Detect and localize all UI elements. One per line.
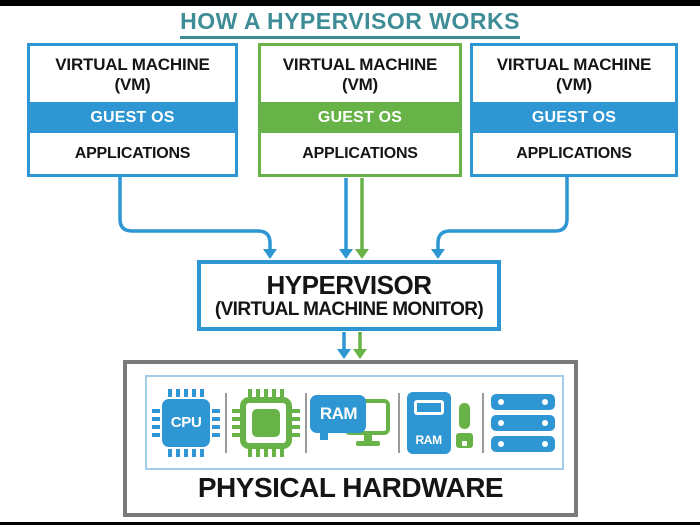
memory-stick-dot	[461, 440, 467, 446]
cpu-pins-bottom	[168, 448, 205, 457]
chip-pins-top	[248, 388, 285, 397]
ram-screen-label: RAM	[310, 394, 367, 433]
vm-box-2: VIRTUAL MACHINE (VM) GUEST OS APPLICATIO…	[258, 43, 462, 177]
chip-pins-left	[232, 408, 241, 437]
tower-ram-label: RAM	[415, 432, 442, 447]
ram-monitor-icon: RAM	[310, 387, 394, 459]
chip-pins-right	[292, 408, 301, 437]
arrowhead-vm2-green	[355, 249, 369, 259]
ram-tower-icon: RAM	[403, 387, 479, 459]
cpu-chip-icon: CPU	[150, 387, 222, 459]
vm3-title-line1: VIRTUAL MACHINE	[496, 55, 652, 74]
memory-stick-bar	[458, 402, 470, 429]
server-led	[541, 419, 548, 426]
tower-body: RAM	[406, 391, 451, 454]
vm1-title-line1: VIRTUAL MACHINE	[55, 55, 210, 74]
icon-divider	[481, 392, 484, 453]
arrowhead-vm1	[263, 249, 277, 259]
arrowhead-vm3	[431, 249, 445, 259]
icon-divider	[397, 392, 400, 453]
ram-screen-foot	[320, 432, 329, 440]
server-led	[541, 440, 548, 447]
page-title: HOW A HYPERVISOR WORKS	[0, 8, 700, 39]
chip-pins-bottom	[248, 448, 285, 457]
server-led	[497, 398, 504, 405]
tower-slot	[413, 399, 444, 415]
vm2-title-line2: (VM)	[341, 75, 379, 94]
page-title-text: HOW A HYPERVISOR WORKS	[180, 8, 520, 39]
vm2-guest-os-band: GUEST OS	[261, 102, 459, 133]
server-stack	[490, 393, 555, 452]
arrowhead-hyp-green	[353, 349, 367, 359]
vm3-guest-os-band: GUEST OS	[473, 102, 675, 133]
vm-box-1: VIRTUAL MACHINE (VM) GUEST OS APPLICATIO…	[27, 43, 238, 177]
vm2-title-line1: VIRTUAL MACHINE	[282, 55, 438, 74]
memory-stick-base	[455, 432, 473, 448]
hypervisor-subtitle: (VIRTUAL MACHINE MONITOR)	[214, 299, 484, 320]
vm2-title: VIRTUAL MACHINE (VM)	[261, 46, 459, 102]
server-bar	[490, 393, 555, 410]
arrow-vm3-to-hypervisor	[436, 177, 569, 249]
cpu-pins-left	[152, 408, 161, 437]
vm3-title: VIRTUAL MACHINE (VM)	[473, 46, 675, 102]
hypervisor-box: HYPERVISOR (VIRTUAL MACHINE MONITOR)	[197, 260, 501, 331]
server-bar	[490, 435, 555, 452]
vm-box-3: VIRTUAL MACHINE (VM) GUEST OS APPLICATIO…	[470, 43, 678, 177]
physical-hardware-box: CPU RAM RAM	[123, 360, 578, 517]
cpu-chip-label: CPU	[162, 398, 211, 447]
vm3-applications: APPLICATIONS	[516, 144, 632, 162]
vm1-title: VIRTUAL MACHINE (VM)	[30, 46, 235, 102]
physical-hardware-label: PHYSICAL HARDWARE	[197, 472, 504, 503]
hypervisor-title: HYPERVISOR	[266, 270, 432, 300]
server-led	[497, 419, 504, 426]
icon-divider	[225, 392, 228, 453]
chip-ring	[240, 396, 293, 449]
hardware-icons-panel: CPU RAM RAM	[145, 375, 564, 470]
top-border-bar	[0, 0, 700, 6]
cpu-pins-top	[168, 388, 205, 397]
icon-divider	[305, 392, 308, 453]
server-led	[497, 440, 504, 447]
vm3-title-line2: (VM)	[555, 75, 593, 94]
arrow-vm1-to-hypervisor	[118, 177, 272, 249]
server-bar	[490, 414, 555, 431]
server-stack-icon	[487, 387, 559, 459]
vm1-guest-os-band: GUEST OS	[30, 102, 235, 133]
chip-core	[252, 408, 281, 437]
vm1-title-line2: (VM)	[114, 75, 151, 94]
bottom-border-bar	[0, 522, 700, 525]
cpu-pins-right	[212, 408, 221, 437]
server-led	[541, 398, 548, 405]
vm1-applications: APPLICATIONS	[74, 144, 191, 162]
vm2-applications: APPLICATIONS	[302, 144, 418, 162]
arrowhead-hyp-blue	[337, 349, 351, 359]
monitor-neck	[364, 434, 373, 442]
arrowhead-vm2-blue	[339, 249, 353, 259]
processor-chip-icon	[230, 387, 302, 459]
monitor-base	[356, 440, 381, 446]
